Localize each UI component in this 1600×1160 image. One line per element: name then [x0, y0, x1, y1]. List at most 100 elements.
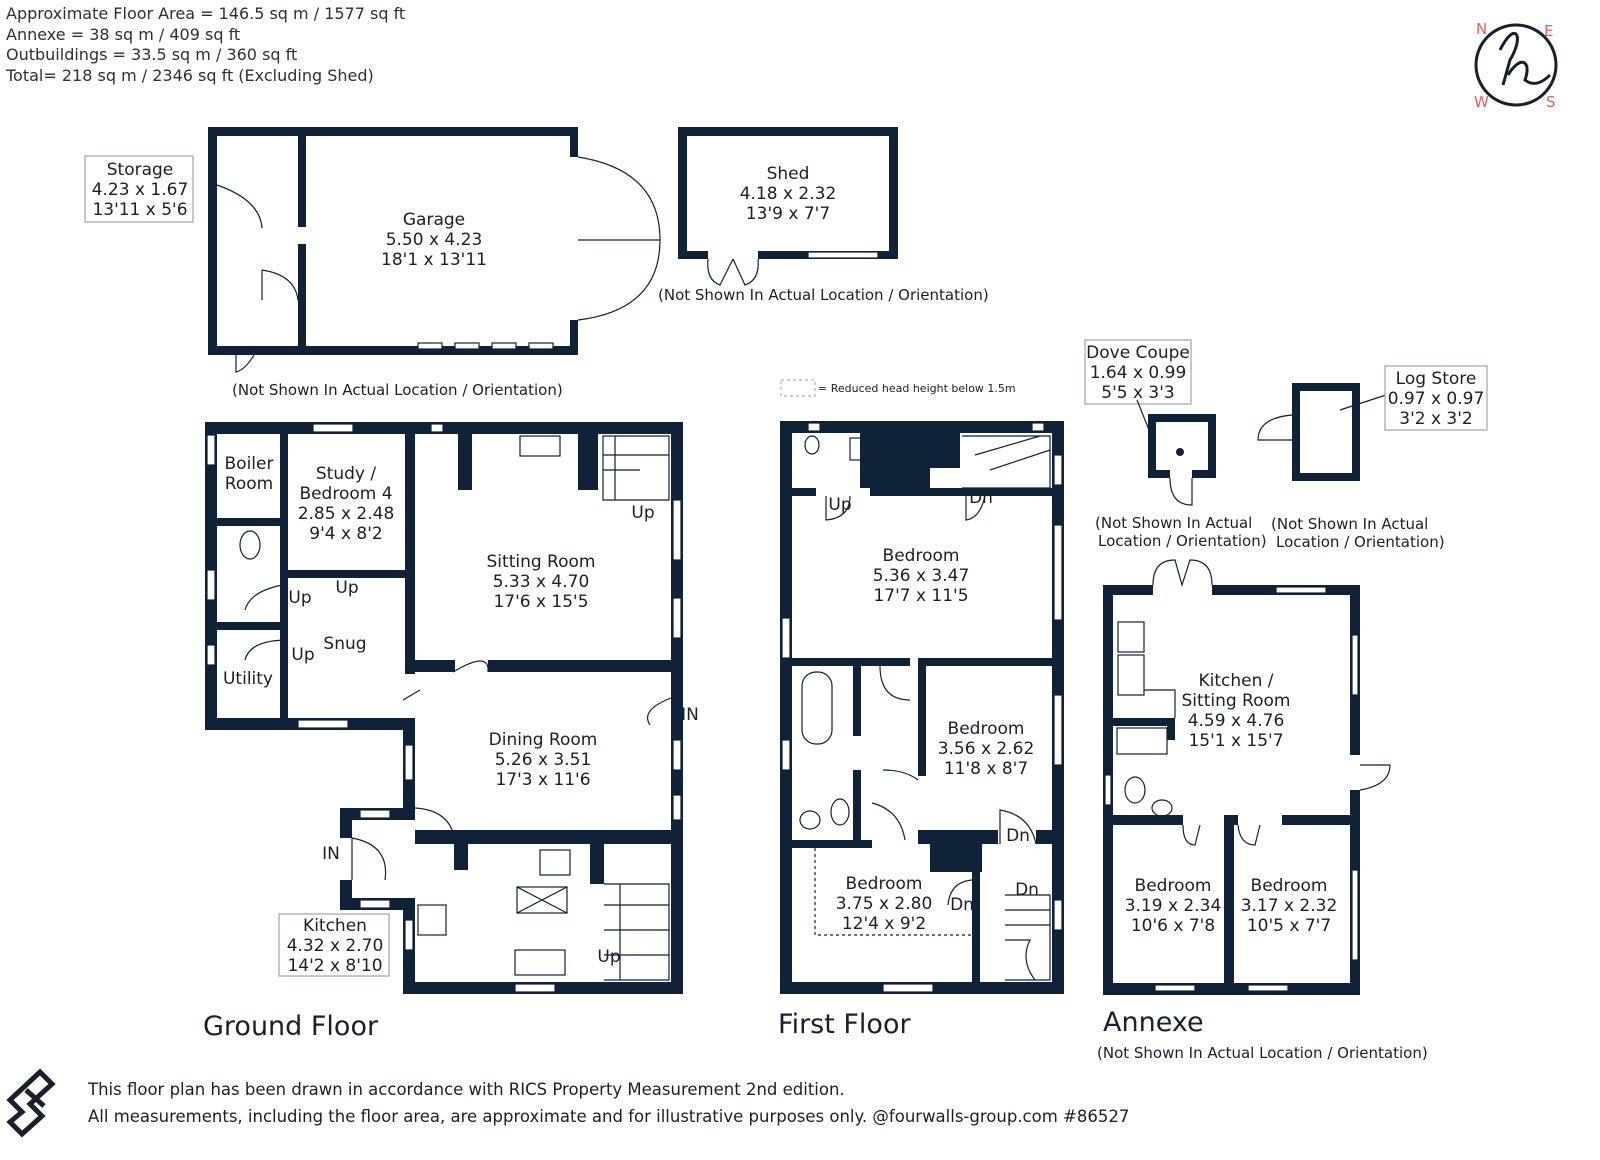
- annexe-labels: Kitchen / Sitting Room 4.59 x 4.76 15'1 …: [1097, 671, 1428, 1062]
- legend-reduced-head-height: = Reduced head height below 1.5m: [818, 382, 1016, 395]
- compass-e: E: [1544, 22, 1553, 40]
- annexe-bedroom-a-imperial: 10'6 x 7'8: [1131, 916, 1215, 936]
- fourwalls-logo: [6, 1068, 56, 1138]
- ff-dn-top-label: Dn: [969, 488, 993, 508]
- log-store: Log Store 0.97 x 0.97 3'2 x 3'2 (Not Sho…: [1257, 365, 1488, 551]
- annexe-bedroom-b-name: Bedroom: [1251, 876, 1328, 896]
- log-store-imperial: 3'2 x 3'2: [1399, 409, 1472, 429]
- annexe-kitchen-line2: Sitting Room: [1182, 691, 1291, 711]
- dove-note-line1: (Not Shown In Actual: [1095, 514, 1252, 532]
- legend: = Reduced head height below 1.5m: [780, 379, 1016, 397]
- kitchen-metric: 4.32 x 2.70: [287, 936, 384, 956]
- garage-location-note: (Not Shown In Actual Location / Orientat…: [232, 381, 563, 399]
- study-line2: Bedroom 4: [299, 484, 392, 504]
- compass-n: N: [1476, 20, 1487, 38]
- ff-bedroom3-name: Bedroom: [846, 874, 923, 894]
- garage-name: Garage: [403, 210, 465, 230]
- compass-logo: N E W S: [1474, 20, 1558, 111]
- annexe-bedroom-a-metric: 3.19 x 2.34: [1125, 896, 1222, 916]
- gf-up-stairs-label: Up: [631, 503, 654, 523]
- first-floor-title: First Floor: [778, 1009, 911, 1040]
- gf-up-wc-label: Up: [288, 588, 311, 608]
- gf-labels: Boiler Room Study / Bedroom 4 2.85 x 2.4…: [203, 454, 699, 1042]
- garage-label: Garage 5.50 x 4.23 18'1 x 13'11: [381, 210, 487, 270]
- storage-name: Storage: [107, 160, 174, 180]
- dining-room-metric: 5.26 x 3.51: [495, 750, 592, 770]
- shed-location-note: (Not Shown In Actual Location / Orientat…: [658, 286, 989, 304]
- garage-building: [208, 127, 661, 373]
- annexe-location-note: (Not Shown In Actual Location / Orientat…: [1097, 1044, 1428, 1062]
- compass-s: S: [1546, 93, 1556, 111]
- garage-imperial: 18'1 x 13'11: [381, 250, 487, 270]
- ff-bedroom1-metric: 5.36 x 3.47: [873, 566, 970, 586]
- log-store-metric: 0.97 x 0.97: [1388, 389, 1485, 409]
- ground-floor-plan: [205, 422, 683, 994]
- annexe-bedroom-b-imperial: 10'5 x 7'7: [1247, 916, 1331, 936]
- gf-in-kitchen-label: IN: [322, 844, 340, 864]
- dove-coupe-imperial: 5'5 x 3'3: [1101, 383, 1174, 403]
- annexe-bedroom-a-name: Bedroom: [1135, 876, 1212, 896]
- ground-floor-title: Ground Floor: [203, 1011, 379, 1042]
- shed-metric: 4.18 x 2.32: [740, 184, 837, 204]
- ff-labels: Bedroom 5.36 x 3.47 17'7 x 11'5 Bedroom …: [778, 488, 1039, 1040]
- footer-rics-note: This floor plan has been drawn in accord…: [88, 1080, 845, 1099]
- ff-dn-stairs-label: Dn: [1015, 880, 1039, 900]
- storage-imperial: 13'11 x 5'6: [92, 200, 187, 220]
- footer-disclaimer: All measurements, including the floor ar…: [88, 1107, 1130, 1126]
- ff-bedroom1-imperial: 17'7 x 11'5: [873, 586, 968, 606]
- ff-dn-bedroom-label: Dn: [950, 895, 974, 915]
- annexe-kitchen-metric: 4.59 x 4.76: [1188, 711, 1285, 731]
- ff-bedroom3-metric: 3.75 x 2.80: [836, 894, 933, 914]
- boiler-room-line1: Boiler: [225, 454, 274, 474]
- area-summary-annexe: Annexe = 38 sq m / 409 sq ft: [6, 24, 241, 44]
- log-note-line2: Location / Orientation): [1276, 533, 1445, 551]
- ff-bedroom2-imperial: 11'8 x 8'7: [944, 759, 1028, 779]
- study-line1: Study /: [316, 464, 376, 484]
- gf-up-study-label: Up: [335, 578, 358, 598]
- annexe-plan: [1103, 559, 1391, 995]
- area-summary: Approximate Floor Area = 146.5 sq m / 15…: [6, 4, 405, 86]
- log-note-line1: (Not Shown In Actual: [1271, 515, 1428, 533]
- kitchen-name: Kitchen: [303, 916, 367, 936]
- storage-label-box: Storage 4.23 x 1.67 13'11 x 5'6: [84, 155, 194, 223]
- area-summary-grand-total: Total= 218 sq m / 2346 sq ft (Excluding …: [6, 65, 374, 85]
- garage-metric: 5.50 x 4.23: [386, 230, 483, 250]
- sitting-room-name: Sitting Room: [487, 552, 596, 572]
- dove-note-line2: Location / Orientation): [1098, 532, 1267, 550]
- study-metric: 2.85 x 2.48: [298, 504, 395, 524]
- dove-coupe-name: Dove Coupe: [1086, 343, 1190, 363]
- ff-bedroom3-imperial: 12'4 x 9'2: [842, 914, 926, 934]
- first-floor-plan: [780, 421, 1064, 994]
- shed-imperial: 13'9 x 7'7: [746, 204, 830, 224]
- annexe-kitchen-line1: Kitchen /: [1198, 671, 1273, 691]
- dining-room-name: Dining Room: [489, 730, 598, 750]
- annexe-kitchen-imperial: 15'1 x 15'7: [1188, 731, 1283, 751]
- sitting-room-imperial: 17'6 x 15'5: [493, 592, 588, 612]
- shed-name: Shed: [767, 164, 810, 184]
- shed-building: Shed 4.18 x 2.32 13'9 x 7'7: [678, 127, 898, 286]
- dining-room-imperial: 17'3 x 11'6: [495, 770, 590, 790]
- dove-coupe-metric: 1.64 x 0.99: [1090, 363, 1187, 383]
- annexe-title: Annexe: [1103, 1007, 1204, 1038]
- compass-w: W: [1474, 93, 1489, 111]
- dove-coupe: Dove Coupe 1.64 x 0.99 5'5 x 3'3 (Not Sh…: [1084, 339, 1267, 550]
- gf-in-dining-label: IN: [681, 705, 699, 725]
- boiler-room-line2: Room: [225, 474, 273, 494]
- ff-bedroom2-name: Bedroom: [948, 719, 1025, 739]
- gf-up-kitchen-label: Up: [597, 947, 620, 967]
- gf-up-utility-label: Up: [291, 645, 314, 665]
- kitchen-imperial: 14'2 x 8'10: [287, 956, 382, 976]
- storage-metric: 4.23 x 1.67: [92, 180, 189, 200]
- ff-up-label: Up: [828, 495, 851, 515]
- sitting-room-metric: 5.33 x 4.70: [493, 572, 590, 592]
- study-imperial: 9'4 x 8'2: [309, 524, 382, 544]
- annexe-bedroom-b-metric: 3.17 x 2.32: [1241, 896, 1338, 916]
- log-store-name: Log Store: [1396, 369, 1477, 389]
- area-summary-outbuildings: Outbuildings = 33.5 sq m / 360 sq ft: [6, 45, 298, 64]
- snug-name: Snug: [323, 634, 366, 654]
- area-summary-total-floor: Approximate Floor Area = 146.5 sq m / 15…: [6, 4, 406, 23]
- ff-bedroom1-name: Bedroom: [883, 546, 960, 566]
- ff-dn-landing-label: Dn: [1006, 826, 1030, 846]
- ff-bedroom2-metric: 3.56 x 2.62: [938, 739, 1035, 759]
